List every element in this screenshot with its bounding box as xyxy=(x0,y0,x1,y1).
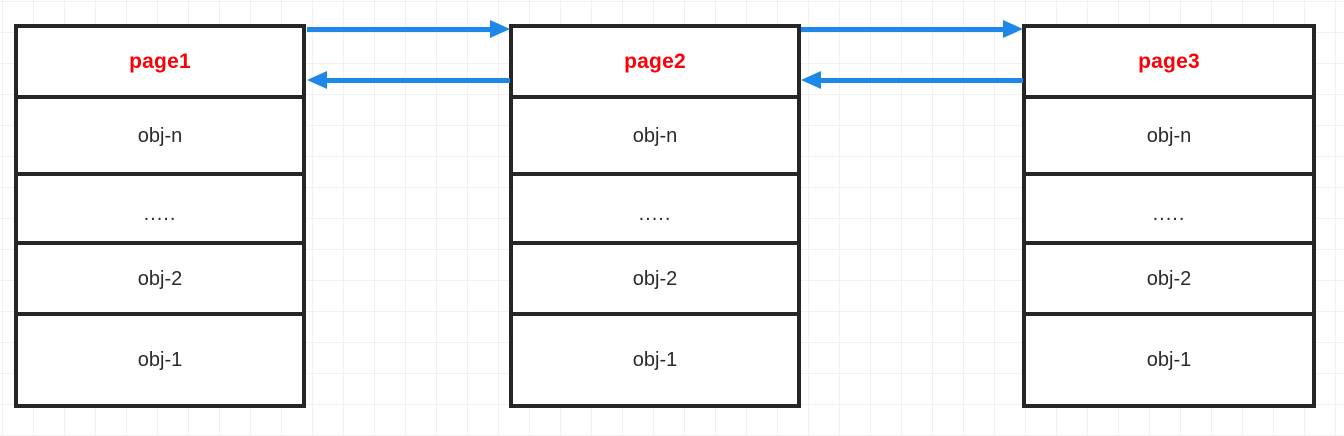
object-row-ellipsis[interactable]: ..... xyxy=(18,176,302,245)
object-row[interactable]: obj-1 xyxy=(513,316,797,404)
page-box-page1[interactable]: page1 obj-n ..... obj-2 obj-1 xyxy=(14,24,306,408)
object-row[interactable]: obj-2 xyxy=(1026,245,1312,316)
object-row[interactable]: obj-1 xyxy=(18,316,302,404)
object-row[interactable]: obj-2 xyxy=(18,245,302,316)
page-label: page2 xyxy=(624,50,686,73)
object-label: obj-n xyxy=(632,124,678,147)
arrow-head xyxy=(307,71,327,89)
object-row[interactable]: obj-n xyxy=(1026,99,1312,176)
object-row-ellipsis[interactable]: ..... xyxy=(1026,176,1312,245)
arrow-shaft xyxy=(323,78,510,83)
page-label: page3 xyxy=(1138,50,1200,73)
object-row[interactable]: obj-2 xyxy=(513,245,797,316)
arrow-shaft xyxy=(817,78,1023,83)
page-header-page3: page3 xyxy=(1026,28,1312,99)
object-label: obj-n xyxy=(1146,124,1192,147)
page-header-page2: page2 xyxy=(513,28,797,99)
object-label: obj-2 xyxy=(137,267,183,290)
object-label: obj-2 xyxy=(632,267,678,290)
arrow-shaft xyxy=(801,27,1007,32)
object-label: obj-1 xyxy=(1146,349,1192,371)
object-row[interactable]: obj-n xyxy=(513,99,797,176)
object-row[interactable]: obj-1 xyxy=(1026,316,1312,404)
object-label: ..... xyxy=(638,202,672,225)
arrow-head xyxy=(1003,20,1023,38)
arrow-head xyxy=(801,71,821,89)
object-label: ..... xyxy=(143,202,177,225)
object-row-ellipsis[interactable]: ..... xyxy=(513,176,797,245)
arrow-head xyxy=(490,20,510,38)
object-label: obj-1 xyxy=(137,349,183,371)
page-box-page2[interactable]: page2 obj-n ..... obj-2 obj-1 xyxy=(509,24,801,408)
arrow-shaft xyxy=(307,27,494,32)
page-header-page1: page1 xyxy=(18,28,302,99)
page-label: page1 xyxy=(129,50,191,73)
object-label: ..... xyxy=(1152,202,1186,225)
object-label: obj-2 xyxy=(1146,267,1192,290)
object-label: obj-n xyxy=(137,124,183,147)
object-row[interactable]: obj-n xyxy=(18,99,302,176)
page-box-page3[interactable]: page3 obj-n ..... obj-2 obj-1 xyxy=(1022,24,1316,408)
object-label: obj-1 xyxy=(632,349,678,371)
